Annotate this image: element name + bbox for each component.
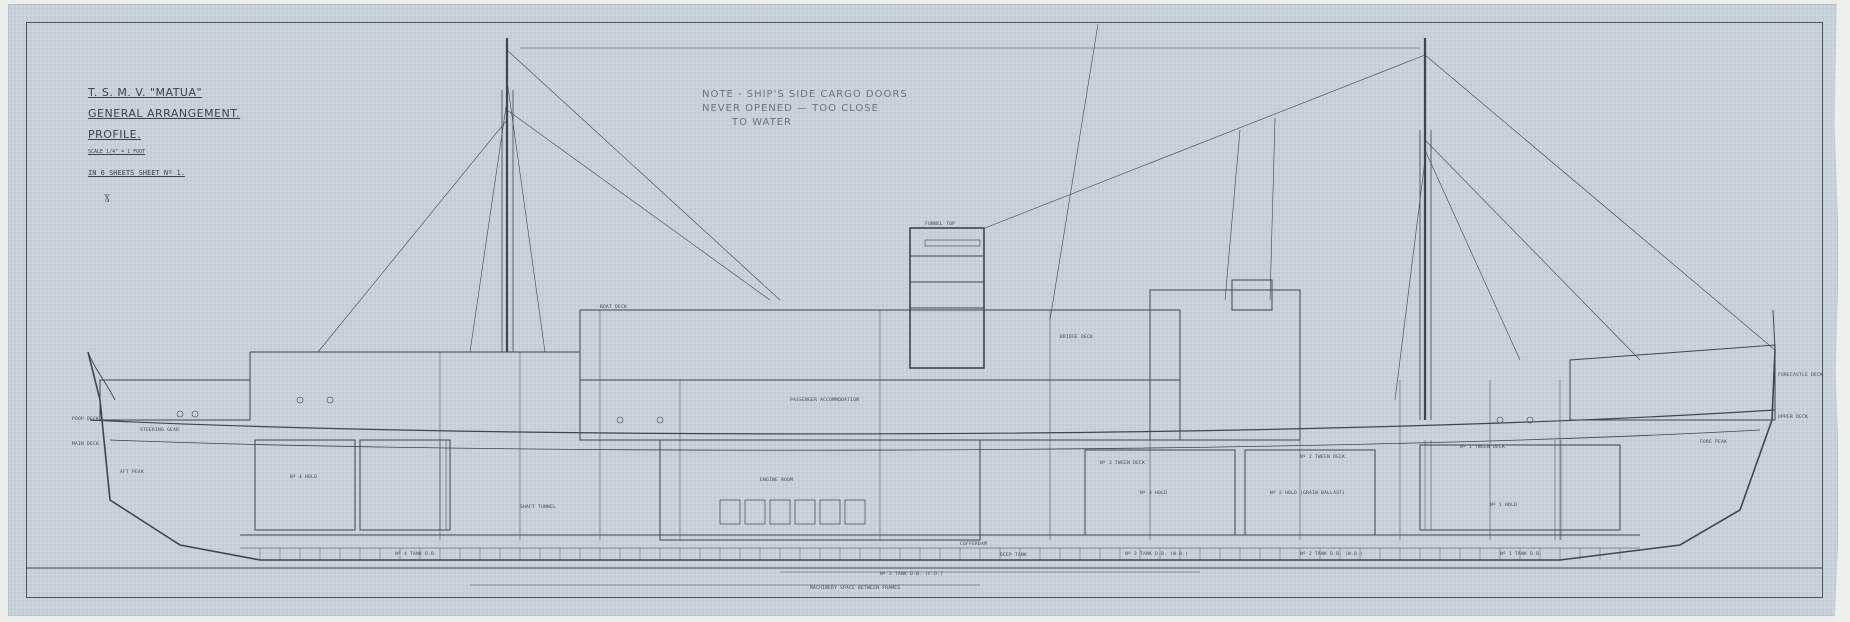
sheet-info: IN 6 SHEETS SHEET Nº 1.: [88, 169, 185, 177]
label-shaft-tunnel: SHAFT TUNNEL: [520, 505, 557, 510]
label-forecastle-deck: FORECASTLE DECK: [1778, 373, 1824, 378]
drawing-title: GENERAL ARRANGEMENT.: [88, 107, 241, 120]
drawing-subtitle: PROFILE.: [88, 128, 142, 141]
label-passenger-accommodation: PASSENGER ACCOMMODATION: [790, 398, 860, 403]
note-line-2: NEVER OPENED — TOO CLOSE: [702, 103, 879, 114]
label-deep-tank: DEEP TANK: [1000, 553, 1028, 558]
label-db-tank-3: Nº 3 TANK D.B. (W.B.): [1125, 552, 1189, 557]
label-hold-2: Nº 2 HOLD (GRAIN BALLAST): [1270, 491, 1346, 496]
hold-1-outline: [1419, 444, 1621, 531]
label-hold-1: Nº 1 HOLD: [1490, 503, 1518, 508]
label-cofferdam: COFFERDAM: [960, 542, 988, 547]
handwritten-note: NOTE - SHIP'S SIDE CARGO DOORS NEVER OPE…: [702, 88, 908, 130]
label-engine-room: ENGINE ROOM: [760, 478, 794, 483]
label-db-tank-2: Nº 2 TANK D.B. (W.B.): [1300, 552, 1364, 557]
label-db-tank-4: Nº 4 TANK D.B.: [395, 552, 438, 557]
label-poop-deck: POOP DECK: [72, 417, 100, 422]
engine-room-outline: [659, 439, 981, 541]
scale-label: SCALE 1/4" = 1 FOOT: [88, 149, 146, 155]
label-funnel-top: FUNNEL TOP: [925, 222, 956, 227]
label-db-tank-1: Nº 1 TANK D.B.: [1500, 552, 1543, 557]
signature-mark: ɣ: [104, 192, 110, 203]
label-main-deck: MAIN DECK: [72, 442, 100, 447]
vessel-name: T. S. M. V. "MATUA": [88, 86, 203, 99]
funnel: [909, 227, 985, 369]
label-tween-deck-1: Nº 1 TWEEN DECK: [1460, 445, 1506, 450]
label-engine-room-tank: Nº 2 TANK D.B. (F.O.): [880, 572, 944, 577]
note-line-1: NOTE - SHIP'S SIDE CARGO DOORS: [702, 89, 908, 100]
label-bridge-deck: BRIDGE DECK: [1060, 335, 1094, 340]
title-block: T. S. M. V. "MATUA" GENERAL ARRANGEMENT.…: [88, 86, 240, 177]
label-fore-peak: FORE PEAK: [1700, 440, 1728, 445]
hold-3-outline: [1084, 449, 1236, 536]
label-upper-deck: UPPER DECK: [1778, 415, 1809, 420]
label-tween-deck-2: Nº 2 TWEEN DECK: [1300, 455, 1346, 460]
hull-outline: [87, 349, 1776, 561]
label-steering-gear: STEERING GEAR: [140, 428, 180, 433]
note-line-3: TO WATER: [732, 117, 792, 128]
label-machinery-space: MACHINERY SPACE BETWEEN FRAMES: [810, 586, 901, 591]
label-tween-deck-3: Nº 3 TWEEN DECK: [1100, 461, 1146, 466]
label-aft-peak: AFT PEAK: [120, 470, 145, 475]
drawing-border: [26, 22, 1823, 598]
label-hold-4: Nº 4 HOLD: [290, 475, 318, 480]
label-hold-3: Nº 3 HOLD: [1140, 491, 1168, 496]
hold-4-outline: [254, 439, 356, 531]
label-boat-deck: BOAT DECK: [600, 305, 628, 310]
